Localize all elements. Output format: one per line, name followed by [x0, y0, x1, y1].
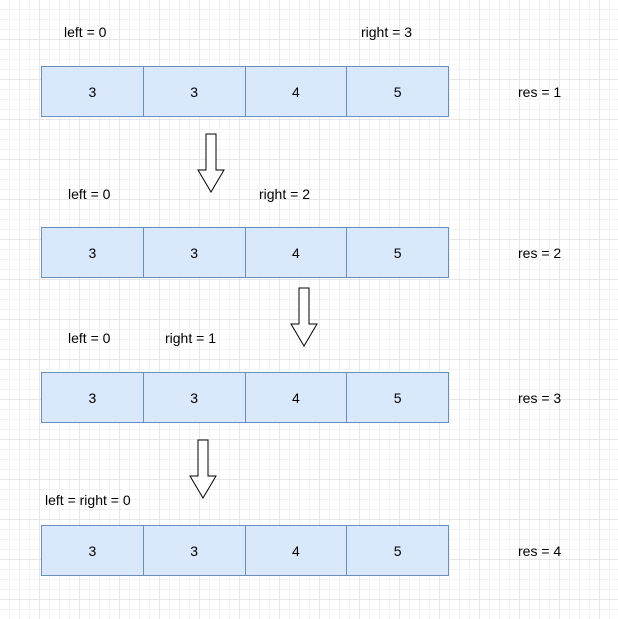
array-cell: 3: [41, 372, 144, 423]
array-row: 3 3 4 5: [41, 525, 449, 576]
array-cell: 3: [142, 66, 246, 117]
right-pointer-label: right = 3: [361, 24, 412, 40]
left-pointer-label: left = 0: [68, 186, 111, 202]
down-arrow-icon: [290, 287, 318, 347]
down-arrow-icon: [197, 133, 225, 193]
array-cell: 5: [346, 525, 449, 576]
array-cell: 5: [346, 227, 449, 278]
array-row: 3 3 4 5: [41, 227, 449, 278]
array-cell: 4: [244, 227, 348, 278]
array-cell: 5: [346, 66, 449, 117]
result-label: res = 1: [518, 84, 562, 100]
array-cell: 4: [244, 66, 348, 117]
down-arrow-icon: [189, 439, 217, 499]
array-cell: 3: [41, 525, 144, 576]
array-cell: 3: [142, 372, 246, 423]
array-cell: 4: [244, 525, 348, 576]
left-pointer-label: left = 0: [64, 24, 107, 40]
left-pointer-label: left = 0: [68, 330, 111, 346]
array-cell: 3: [41, 227, 144, 278]
array-cell: 3: [142, 227, 246, 278]
result-label: res = 4: [518, 543, 562, 559]
array-cell: 3: [142, 525, 246, 576]
result-label: res = 2: [518, 245, 562, 261]
right-pointer-label: right = 1: [165, 330, 216, 346]
array-row: 3 3 4 5: [41, 372, 449, 423]
array-cell: 5: [346, 372, 449, 423]
array-cell: 3: [41, 66, 144, 117]
array-row: 3 3 4 5: [41, 66, 449, 117]
array-cell: 4: [244, 372, 348, 423]
result-label: res = 3: [518, 390, 562, 406]
pointer-label: left = right = 0: [45, 492, 131, 508]
right-pointer-label: right = 2: [259, 186, 310, 202]
